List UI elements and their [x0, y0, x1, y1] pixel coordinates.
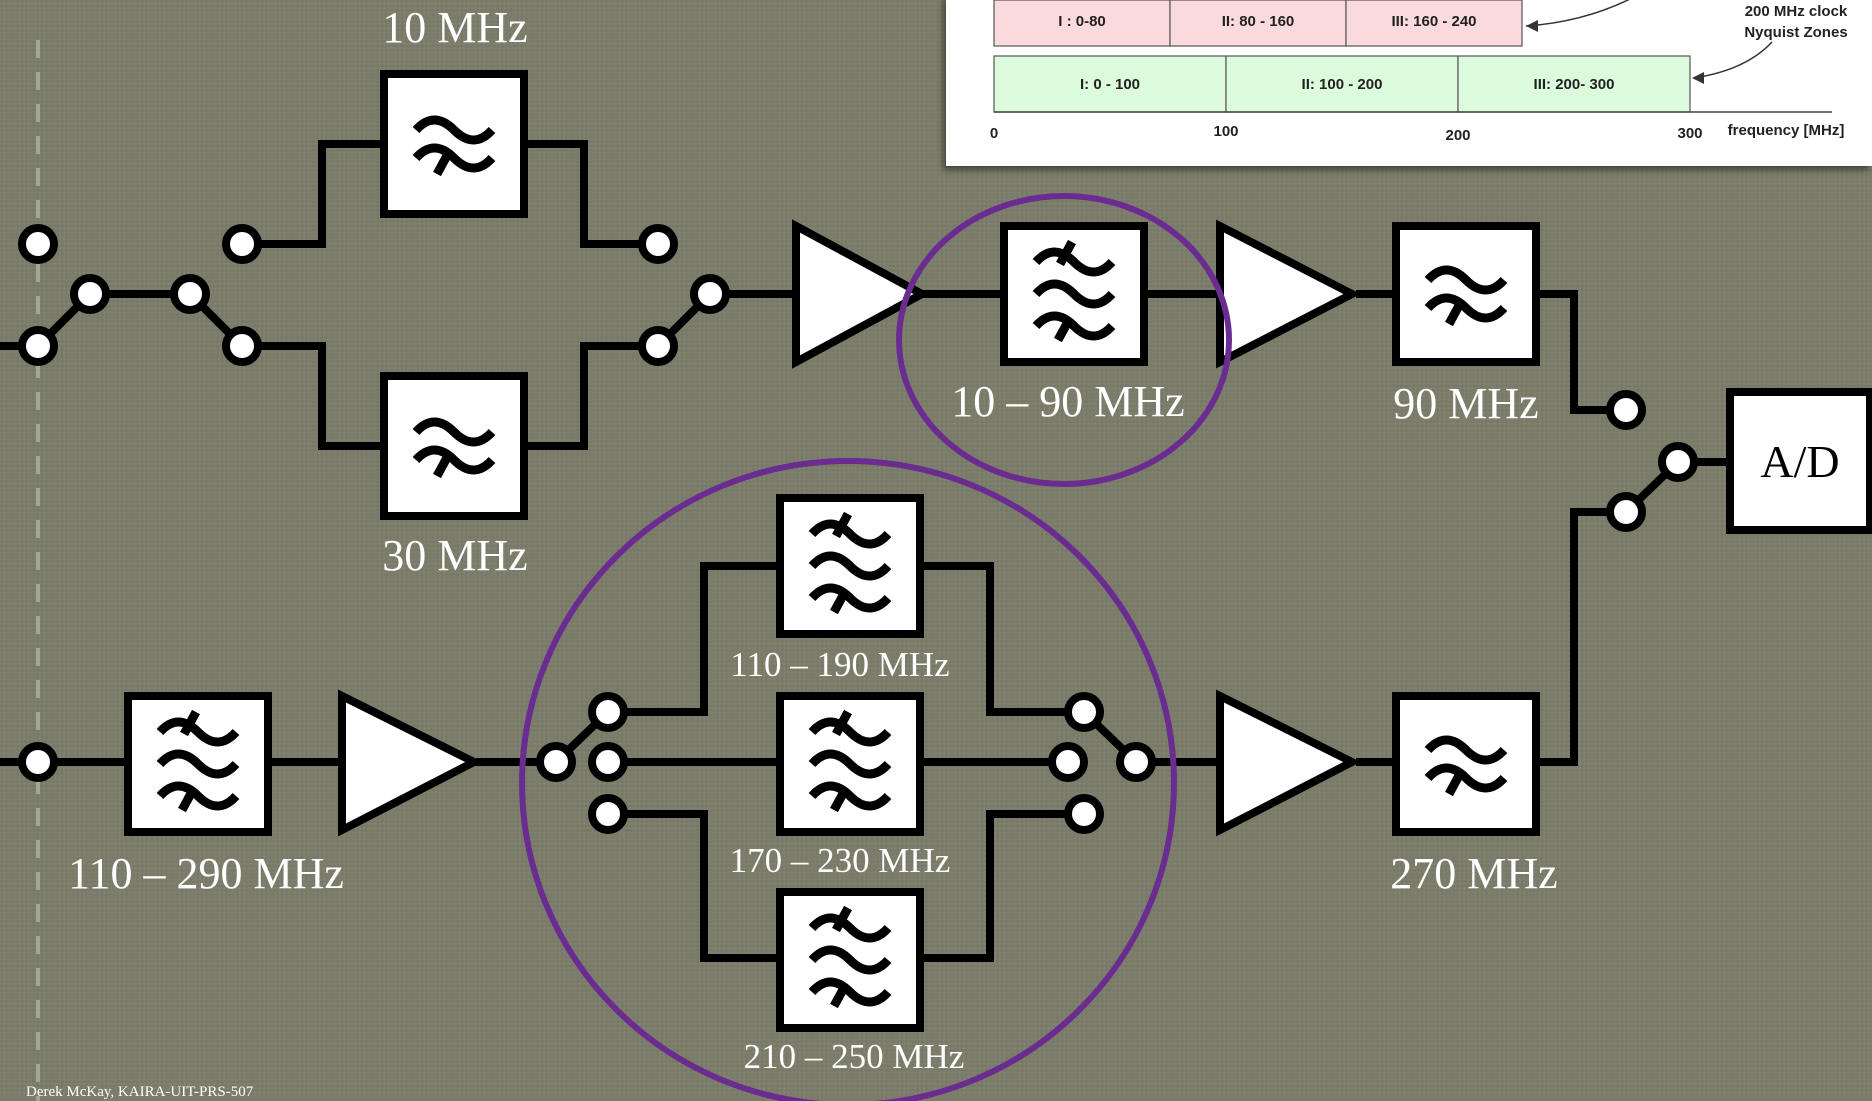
- amplifiers: [338, 219, 1361, 837]
- filter-10mhz: [380, 70, 528, 218]
- terminal-node: [638, 224, 678, 264]
- filter-30mhz: [380, 372, 528, 520]
- terminal-node: [588, 692, 628, 732]
- nyquist-zones-inset: I : 0-80 II: 80 - 160 III: 160 - 240 I: …: [946, 0, 1872, 166]
- pointer-arrow-160: [1525, 0, 1630, 27]
- arrow-head: [1526, 20, 1538, 32]
- terminal-node: [18, 326, 58, 366]
- filter-90mhz: [1392, 222, 1540, 366]
- terminal-node: [170, 274, 210, 314]
- zones-160-row: I : 0-80 II: 80 - 160 III: 160 - 240: [993, 0, 1523, 47]
- terminal-node: [1116, 742, 1156, 782]
- terminal-node: [536, 742, 576, 782]
- zone-160-3: III: 160 - 240: [1391, 13, 1476, 30]
- terminal-node: [638, 326, 678, 366]
- terminal-node: [588, 794, 628, 834]
- zone-160-1: I : 0-80: [1058, 13, 1106, 30]
- adc-block: A/D: [1726, 388, 1872, 534]
- terminal-node: [588, 742, 628, 782]
- axis-label: frequency [MHz]: [1728, 122, 1845, 139]
- tick-label: 300: [1677, 125, 1702, 142]
- tick-label: 100: [1213, 123, 1238, 140]
- highlight-circle-10-90: [896, 193, 1232, 487]
- terminal-node: [1606, 390, 1646, 430]
- filter-170-230mhz: [776, 692, 924, 836]
- label-90mhz: 90 MHz: [1393, 379, 1538, 428]
- label-110-290mhz: 110 – 290 MHz: [68, 849, 344, 898]
- filter-110-290mhz: [124, 692, 272, 836]
- terminal-node: [18, 224, 58, 264]
- amplifier-triangle: [792, 219, 931, 369]
- switch-terminals: [18, 224, 1698, 834]
- terminal-node: [690, 274, 730, 314]
- terminal-node: [1064, 794, 1104, 834]
- zone-200-3: III: 200- 300: [1534, 76, 1615, 93]
- pointer-arrow-200: [1693, 41, 1773, 79]
- terminal-node: [222, 224, 262, 264]
- adc-label: A/D: [1760, 436, 1839, 487]
- amplifier-triangle: [1216, 219, 1361, 369]
- filter-10-90mhz: [1000, 222, 1148, 366]
- terminal-node: [18, 742, 58, 782]
- label-30mhz: 30 MHz: [382, 531, 527, 580]
- terminal-node: [70, 274, 110, 314]
- zones-200-row: I: 0 - 100 II: 100 - 200 III: 200- 300: [993, 55, 1691, 113]
- terminal-node: [222, 326, 262, 366]
- zone-160-2: II: 80 - 160: [1222, 13, 1295, 30]
- clock-label-line2: Nyquist Zones: [1744, 24, 1847, 41]
- label-270mhz: 270 MHz: [1390, 849, 1557, 898]
- label-110-190mhz: 110 – 190 MHz: [730, 645, 949, 684]
- terminal-node: [1606, 492, 1646, 532]
- amplifier-triangle: [338, 689, 483, 837]
- amplifier-triangle: [1216, 689, 1361, 837]
- label-170-230mhz: 170 – 230 MHz: [730, 841, 951, 880]
- filter-110-190mhz: [776, 494, 924, 638]
- label-10mhz: 10 MHz: [382, 3, 527, 52]
- arrow-head: [1692, 72, 1704, 84]
- terminal-node: [1048, 742, 1088, 782]
- clock-label-line1: 200 MHz clock: [1745, 3, 1848, 20]
- filter-270mhz: [1392, 692, 1540, 836]
- filter-210-250mhz: [776, 888, 924, 1032]
- terminal-node: [1658, 442, 1698, 482]
- zone-200-1: I: 0 - 100: [1080, 76, 1140, 93]
- terminal-node: [1064, 692, 1104, 732]
- zone-200-2: II: 100 - 200: [1302, 76, 1383, 93]
- tick-label: 200: [1445, 127, 1470, 144]
- label-210-250mhz: 210 – 250 MHz: [744, 1037, 965, 1076]
- highlight-circle-filterbank: [519, 458, 1177, 1101]
- label-10-90mhz: 10 – 90 MHz: [951, 377, 1184, 426]
- tick-label: 0: [990, 125, 998, 142]
- footer-credit: Derek McKay, KAIRA-UIT-PRS-507: [26, 1084, 254, 1100]
